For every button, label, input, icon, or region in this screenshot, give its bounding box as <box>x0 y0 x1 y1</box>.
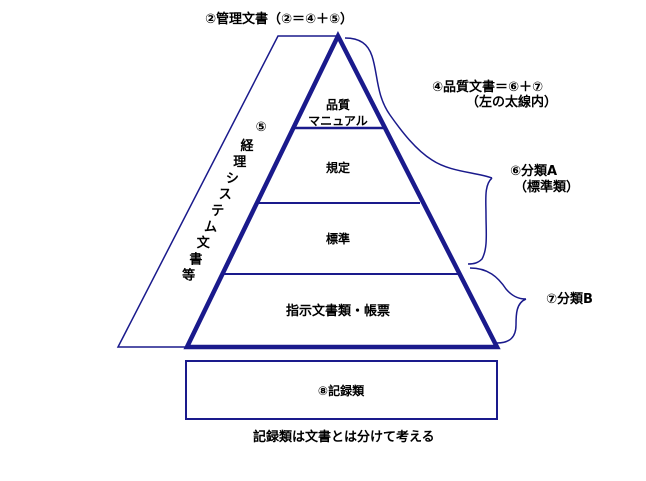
footnote: 記録類は文書とは分けて考える <box>253 429 435 445</box>
brace-class-b <box>469 267 527 344</box>
side-group-char: テ <box>211 204 224 219</box>
brace-class-a <box>467 177 493 265</box>
layer-regulation: 規定 <box>326 160 350 175</box>
layer-manual-line2: マニュアル <box>308 114 368 128</box>
quality-docs-triangle <box>183 30 501 350</box>
layer-instructions: 指示文書類・帳票 <box>286 303 390 319</box>
layer-standard: 標準 <box>326 231 350 246</box>
side-group-number: ⑤ <box>255 120 266 135</box>
layer-manual-line1: 品質 <box>326 97 350 112</box>
records-label: ⑧記録類 <box>318 383 365 398</box>
annotation-class-a-line2: （標準類） <box>514 179 579 195</box>
side-group-char: シ <box>226 171 239 186</box>
records-box <box>185 360 498 420</box>
annotation-quality-docs-line2: （左の太線内） <box>466 94 557 110</box>
side-group-char: 理 <box>233 155 246 170</box>
side-group-char: 文 <box>197 235 211 251</box>
annotation-quality-docs-line1: ④品質文書＝⑥＋⑦ <box>432 79 543 95</box>
annotation-class-a-line1: ⑥分類A <box>510 163 557 179</box>
diagram-title: ②管理文書（②＝④＋⑤） <box>205 11 353 27</box>
side-group-char: 経 <box>240 138 254 154</box>
side-group-char: ム <box>204 220 217 235</box>
side-group-char: 等 <box>181 268 195 284</box>
side-group-char: 書 <box>189 251 202 267</box>
brace-quality-docs <box>344 37 493 179</box>
side-group-char: ス <box>219 188 232 203</box>
annotation-class-b: ⑦分類B <box>546 291 593 307</box>
